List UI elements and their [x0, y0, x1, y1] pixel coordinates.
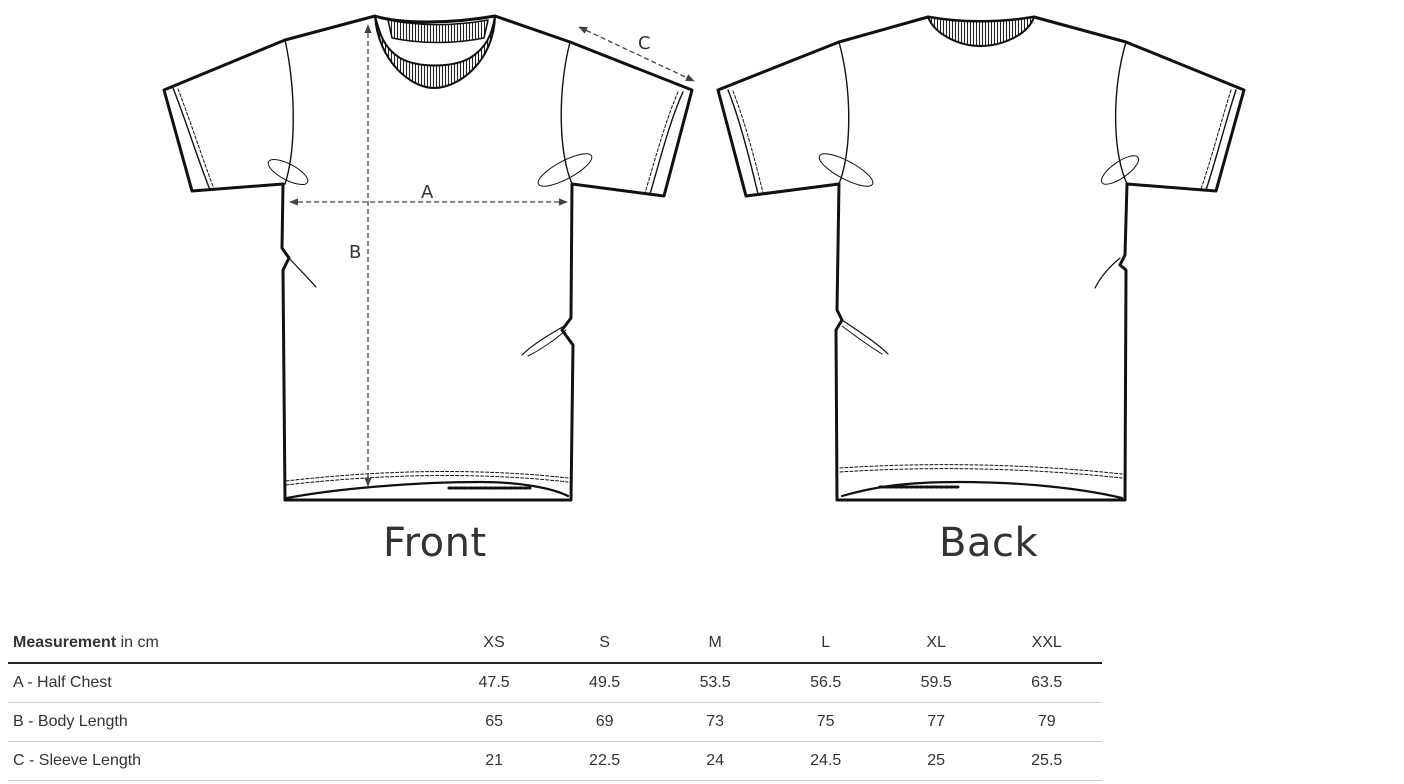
table-row: C - Sleeve Length 21 22.5 24 24.5 25 25.…: [8, 741, 1102, 781]
table-cell: 65: [438, 702, 550, 742]
row-label: B - Body Length: [8, 702, 439, 742]
measurement-header-bold: Measurement: [13, 634, 117, 651]
back-shirt-outline: [716, 15, 1246, 502]
size-header: XS: [438, 624, 550, 664]
table-cell: 56.5: [770, 663, 881, 703]
size-header: XXL: [991, 624, 1102, 664]
guide-c-line: [578, 26, 695, 82]
table-cell: 59.5: [880, 663, 992, 703]
size-chart-table: Measurement in cm XS S M L XL XXL A - Ha…: [8, 624, 1102, 781]
measurement-header-unit: in cm: [116, 634, 159, 651]
front-shirt-outline: [162, 14, 694, 502]
table-cell: 24: [659, 741, 771, 781]
table-row: A - Half Chest 47.5 49.5 53.5 56.5 59.5 …: [8, 663, 1102, 703]
table-cell: 53.5: [659, 663, 771, 703]
size-header: S: [549, 624, 660, 664]
table-cell: 69: [549, 702, 660, 742]
table-cell: 24.5: [770, 741, 881, 781]
table-cell: 21: [438, 741, 550, 781]
size-header: L: [770, 624, 881, 664]
front-view-label: Front: [383, 520, 487, 566]
row-label: C - Sleeve Length: [8, 741, 439, 781]
table-cell: 63.5: [991, 663, 1102, 703]
back-view-label: Back: [939, 520, 1039, 566]
table-cell: 77: [880, 702, 992, 742]
marker-a: A: [421, 182, 434, 203]
table-cell: 73: [659, 702, 771, 742]
marker-c: C: [638, 33, 651, 54]
table-cell: 25: [880, 741, 992, 781]
row-label: A - Half Chest: [8, 663, 439, 703]
table-cell: 79: [991, 702, 1102, 742]
table-cell: 22.5: [549, 741, 660, 781]
table-row: B - Body Length 65 69 73 75 77 79: [8, 702, 1102, 742]
table-cell: 47.5: [438, 663, 550, 703]
size-header: XL: [880, 624, 992, 664]
table-cell: 25.5: [991, 741, 1102, 781]
measurement-guides: [289, 24, 695, 487]
table-cell: 49.5: [549, 663, 660, 703]
tshirt-diagram: A B C: [162, 14, 1246, 502]
table-header-row: Measurement in cm XS S M L XL XXL: [8, 624, 1102, 664]
size-header: M: [659, 624, 771, 664]
measurement-header: Measurement in cm: [8, 624, 439, 664]
marker-b: B: [349, 242, 361, 263]
table-cell: 75: [770, 702, 881, 742]
